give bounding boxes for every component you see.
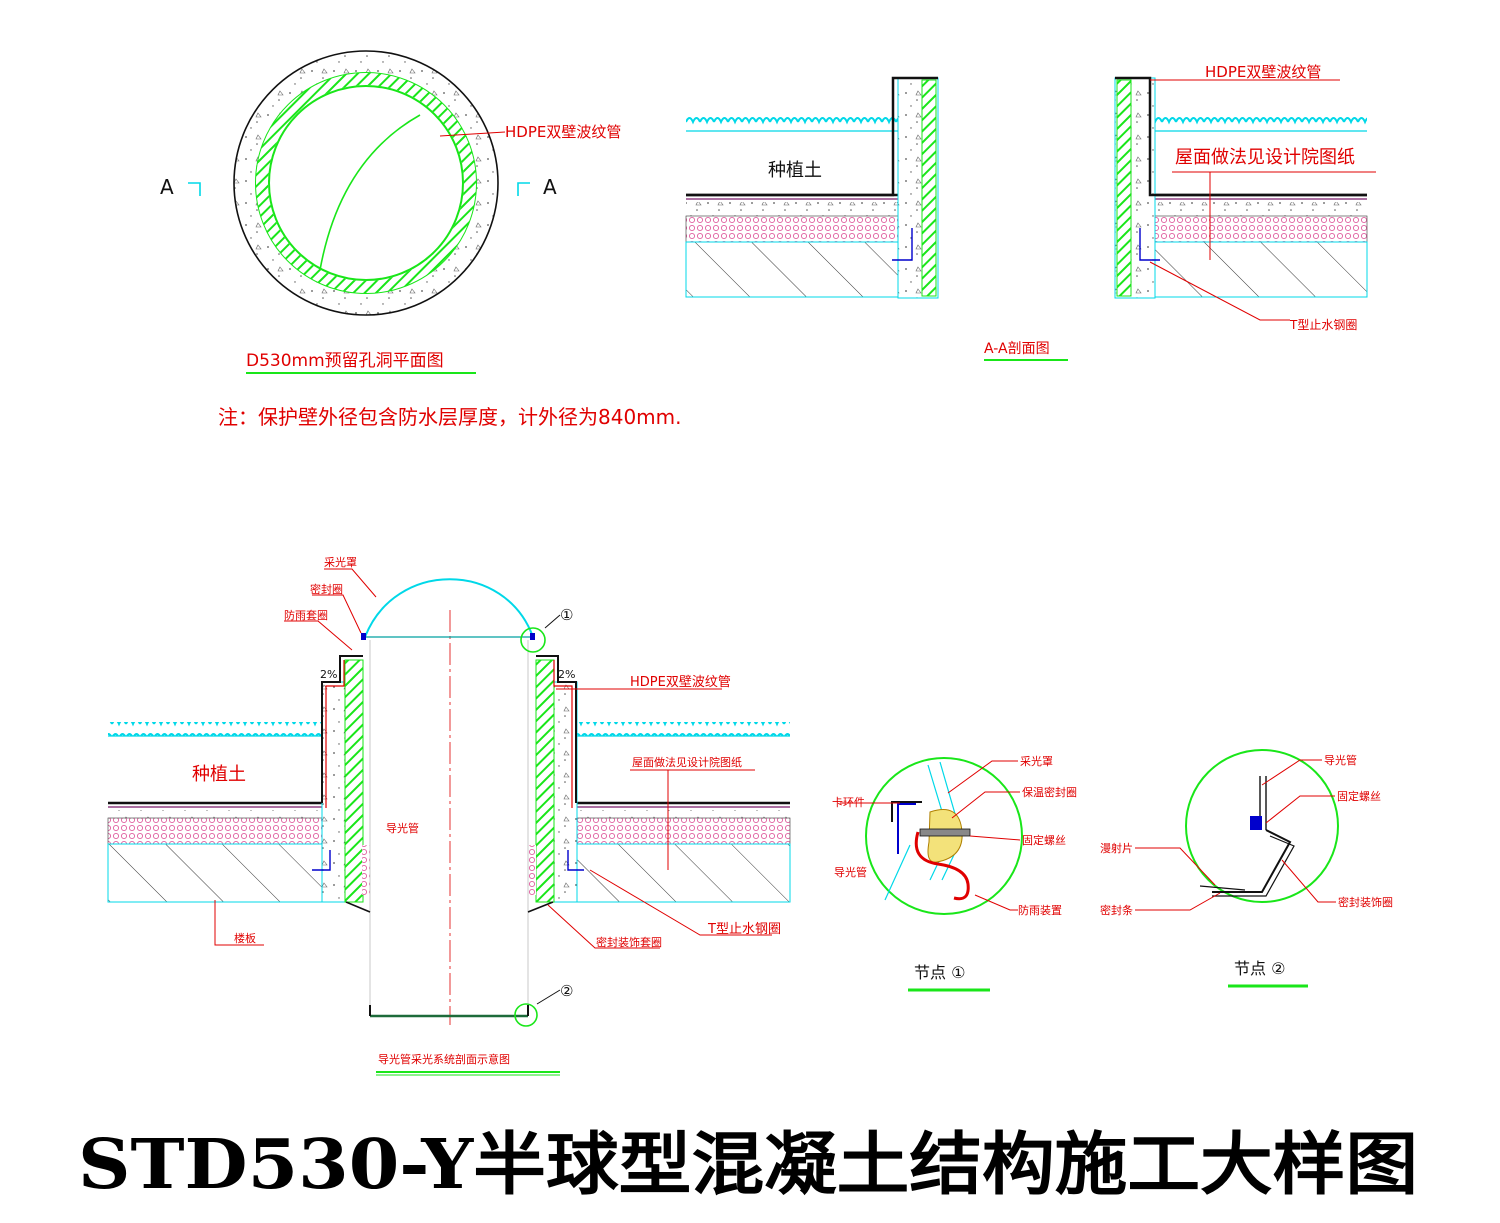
node2-detail: 导光管 固定螺丝 漫射片 密封条 密封装饰圈 节点 ② [1100,749,1393,988]
node1-screw-label: 固定螺丝 [1022,833,1066,847]
sys-slab-label: 楼板 [234,931,256,945]
sec-left-insulation [685,215,899,243]
section-mark-left: A [160,175,174,199]
sys-title: 导光管采光系统剖面示意图 [378,1052,510,1066]
node2-tube-label: 导光管 [1324,753,1357,767]
sys-tube-label: 导光管 [386,821,419,835]
section-mark-left-line [188,182,201,196]
plan-title: D530mm预留孔洞平面图 [246,351,444,371]
node2-screw-label: 固定螺丝 [1337,789,1381,803]
sys-seal-label: 密封圈 [310,582,343,596]
system-view: 种植土 [107,555,791,1076]
sec-left-grass [686,117,898,131]
section-mark-right: A [543,175,557,199]
sec-right-ring-label: T型止水钢圈 [1289,318,1357,332]
sys-slope-left: 2% [320,668,337,681]
sys-ring-label: T型止水钢圈 [707,922,781,937]
section-left: 种植土 [685,76,939,299]
node1-rain-label: 防雨装置 [1018,903,1062,917]
plan-view: HDPE双壁波纹管 A A D530mm预留孔洞平面图 注：保护壁外径包含防水层… [160,50,682,429]
sys-slope-right: 2% [558,668,575,681]
sec-right-pipe-label: HDPE双壁波纹管 [1205,63,1321,81]
node2-title: 节点 ② [1234,959,1285,978]
node2-deco-label: 密封装饰圈 [1338,895,1393,909]
sec-right-roof-label: 屋面做法见设计院图纸 [1175,147,1355,168]
sys-node1-mark: ① [560,606,573,624]
plan-pipe-wall [256,73,476,293]
node1-tube-label: 导光管 [834,865,867,879]
node2-seal-label: 密封条 [1100,903,1133,917]
section-title: A-A剖面图 [984,341,1050,357]
plan-pipe-leader [439,131,506,137]
sec-left-soil-label: 种植土 [768,160,822,181]
node2-diffuser-label: 漫射片 [1100,841,1133,855]
sys-deco-ring-label: 密封装饰套圈 [596,935,662,949]
plan-arc [319,114,421,271]
node1-title: 节点 ① [914,963,965,982]
sys-pipe-label: HDPE双壁波纹管 [630,675,731,690]
plan-note: 注：保护壁外径包含防水层厚度，计外径为840mm. [218,405,682,429]
node1-dome-label: 采光罩 [1020,754,1053,768]
plan-pipe-inner [268,85,464,281]
node1-insul-label: 保温密封圈 [1022,785,1077,799]
main-title: STD530-Y半球型混凝土结构施工大样图 [78,1125,1418,1205]
section-mark-right-line [517,182,530,196]
sys-dome [364,578,534,638]
sys-rain-ring-label: 防雨套圈 [284,608,328,622]
sys-node2-mark: ② [560,982,573,1000]
node1-clip-label: 卡环件 [832,796,865,809]
plan-pipe-label: HDPE双壁波纹管 [505,123,621,141]
section-right: HDPE双壁波纹管 屋面做法见设计院图纸 T型止水钢圈 A-A剖面图 [984,63,1376,361]
node1-detail: 采光罩 卡环件 保温密封圈 固定螺丝 导光管 防雨装置 节点 ① [832,754,1077,992]
sys-dome-label: 采光罩 [324,555,357,569]
sys-roof-label: 屋面做法见设计院图纸 [632,755,742,769]
sec-left-slab [685,241,899,298]
sec-left-pipe [921,79,937,297]
sys-soil-label: 种植土 [192,764,246,785]
